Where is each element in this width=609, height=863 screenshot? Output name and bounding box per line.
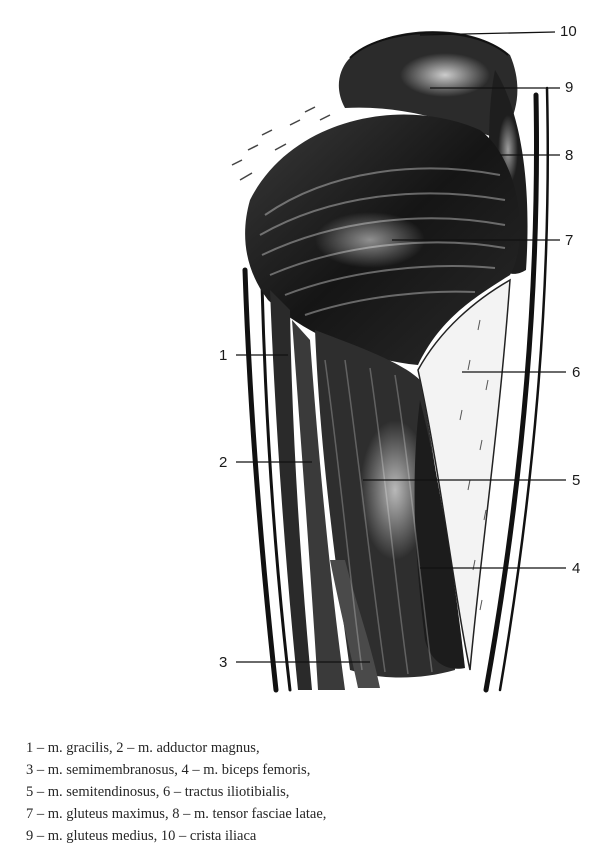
label-9: 9	[565, 79, 573, 96]
legend-line: 3 – m. semimembranosus, 4 – m. biceps fe…	[26, 759, 586, 781]
legend-line: 5 – m. semitendinosus, 6 – tractus iliot…	[26, 781, 586, 803]
label-6: 6	[572, 364, 580, 381]
legend-line: 7 – m. gluteus maximus, 8 – m. tensor fa…	[26, 803, 586, 825]
legend-line: 1 – m. gracilis, 2 – m. adductor magnus,	[26, 737, 586, 759]
label-7: 7	[565, 232, 573, 249]
label-3: 3	[219, 654, 227, 671]
legend-line: 9 – m. gluteus medius, 10 – crista iliac…	[26, 825, 586, 847]
legend-caption: 1 – m. gracilis, 2 – m. adductor magnus,…	[26, 737, 586, 847]
label-4: 4	[572, 560, 580, 577]
label-2: 2	[219, 454, 227, 471]
label-1: 1	[219, 347, 227, 364]
label-10: 10	[560, 23, 577, 40]
label-5: 5	[572, 472, 580, 489]
label-8: 8	[565, 147, 573, 164]
